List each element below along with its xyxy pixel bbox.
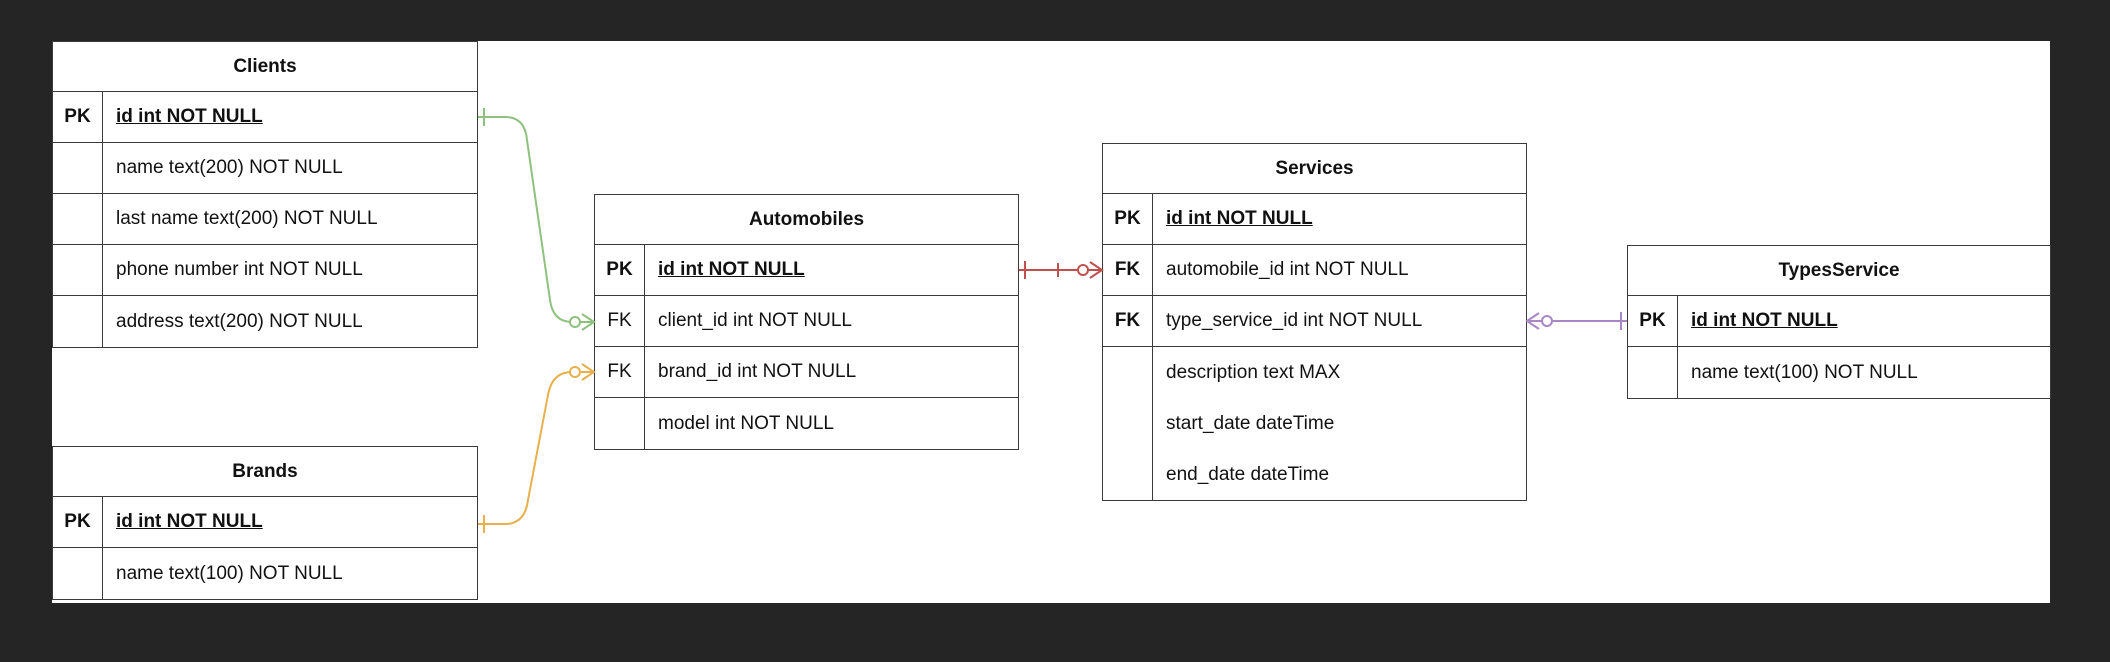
key-cell (1103, 398, 1153, 449)
table-row: model int NOT NULL (595, 398, 1018, 449)
table-clients[interactable]: Clients PK id int NOT NULL name text(200)… (52, 41, 478, 348)
table-row: FK client_id int NOT NULL (595, 296, 1018, 347)
key-cell (53, 245, 103, 295)
field-cell: id int NOT NULL (116, 511, 263, 532)
field-cell: name text(200) NOT NULL (116, 157, 343, 178)
key-cell (1103, 449, 1153, 500)
table-row: address text(200) NOT NULL (53, 296, 477, 347)
table-row: end_date dateTime (1103, 449, 1526, 500)
key-cell (53, 548, 103, 599)
table-row: name text(200) NOT NULL (53, 143, 477, 194)
table-row: PK id int NOT NULL (595, 245, 1018, 296)
table-row: PK id int NOT NULL (53, 497, 477, 548)
field-cell: end_date dateTime (1166, 463, 1330, 485)
key-cell (53, 143, 103, 193)
key-cell: PK (53, 497, 103, 547)
key-cell: PK (595, 245, 645, 295)
table-row: description text MAX (1103, 347, 1526, 398)
field-cell: client_id int NOT NULL (658, 310, 852, 331)
table-row: last name text(200) NOT NULL (53, 194, 477, 245)
table-row: name text(100) NOT NULL (1628, 347, 2050, 398)
field-cell: description text MAX (1166, 361, 1341, 383)
key-cell (1103, 347, 1153, 398)
key-cell: PK (1628, 296, 1678, 346)
table-row: name text(100) NOT NULL (53, 548, 477, 599)
key-cell: FK (595, 296, 645, 346)
key-cell: PK (1103, 194, 1153, 244)
table-title: Automobiles (595, 195, 1018, 245)
table-row: PK id int NOT NULL (1628, 296, 2050, 347)
table-row: phone number int NOT NULL (53, 245, 477, 296)
field-cell: type_service_id int NOT NULL (1166, 310, 1423, 331)
field-cell: id int NOT NULL (1166, 208, 1313, 229)
field-cell: id int NOT NULL (658, 259, 805, 280)
key-cell (53, 194, 103, 244)
table-title: Brands (53, 447, 477, 497)
field-cell: automobile_id int NOT NULL (1166, 259, 1409, 280)
field-cell: model int NOT NULL (658, 412, 834, 434)
field-cell: name text(100) NOT NULL (116, 562, 343, 584)
table-title: Clients (53, 42, 477, 92)
field-cell: address text(200) NOT NULL (116, 310, 363, 332)
table-services[interactable]: Services PK id int NOT NULL FK automobile_… (1102, 143, 1527, 501)
table-row: FK automobile_id int NOT NULL (1103, 245, 1526, 296)
table-row: FK type_service_id int NOT NULL (1103, 296, 1526, 347)
table-row: PK id int NOT NULL (1103, 194, 1526, 245)
key-cell: FK (595, 347, 645, 397)
key-cell (1628, 347, 1678, 398)
key-cell (595, 398, 645, 449)
field-cell: start_date dateTime (1166, 412, 1335, 434)
key-cell: FK (1103, 296, 1153, 346)
field-cell: id int NOT NULL (116, 106, 263, 127)
key-cell: PK (53, 92, 103, 142)
table-automobiles[interactable]: Automobiles PK id int NOT NULL FK client_i… (594, 194, 1019, 450)
table-title: Services (1103, 144, 1526, 194)
key-cell (53, 296, 103, 347)
field-cell: name text(100) NOT NULL (1691, 361, 1918, 383)
table-row: start_date dateTime (1103, 398, 1526, 449)
key-cell: FK (1103, 245, 1153, 295)
table-row: FK brand_id int NOT NULL (595, 347, 1018, 398)
field-cell: brand_id int NOT NULL (658, 361, 857, 382)
table-row: PK id int NOT NULL (53, 92, 477, 143)
field-cell: last name text(200) NOT NULL (116, 208, 378, 229)
table-title: TypesService (1628, 246, 2050, 296)
table-brands[interactable]: Brands PK id int NOT NULL name text(100) … (52, 446, 478, 600)
field-cell: phone number int NOT NULL (116, 259, 363, 280)
table-types-service[interactable]: TypesService PK id int NOT NULL name text… (1627, 245, 2051, 399)
field-cell: id int NOT NULL (1691, 310, 1838, 331)
